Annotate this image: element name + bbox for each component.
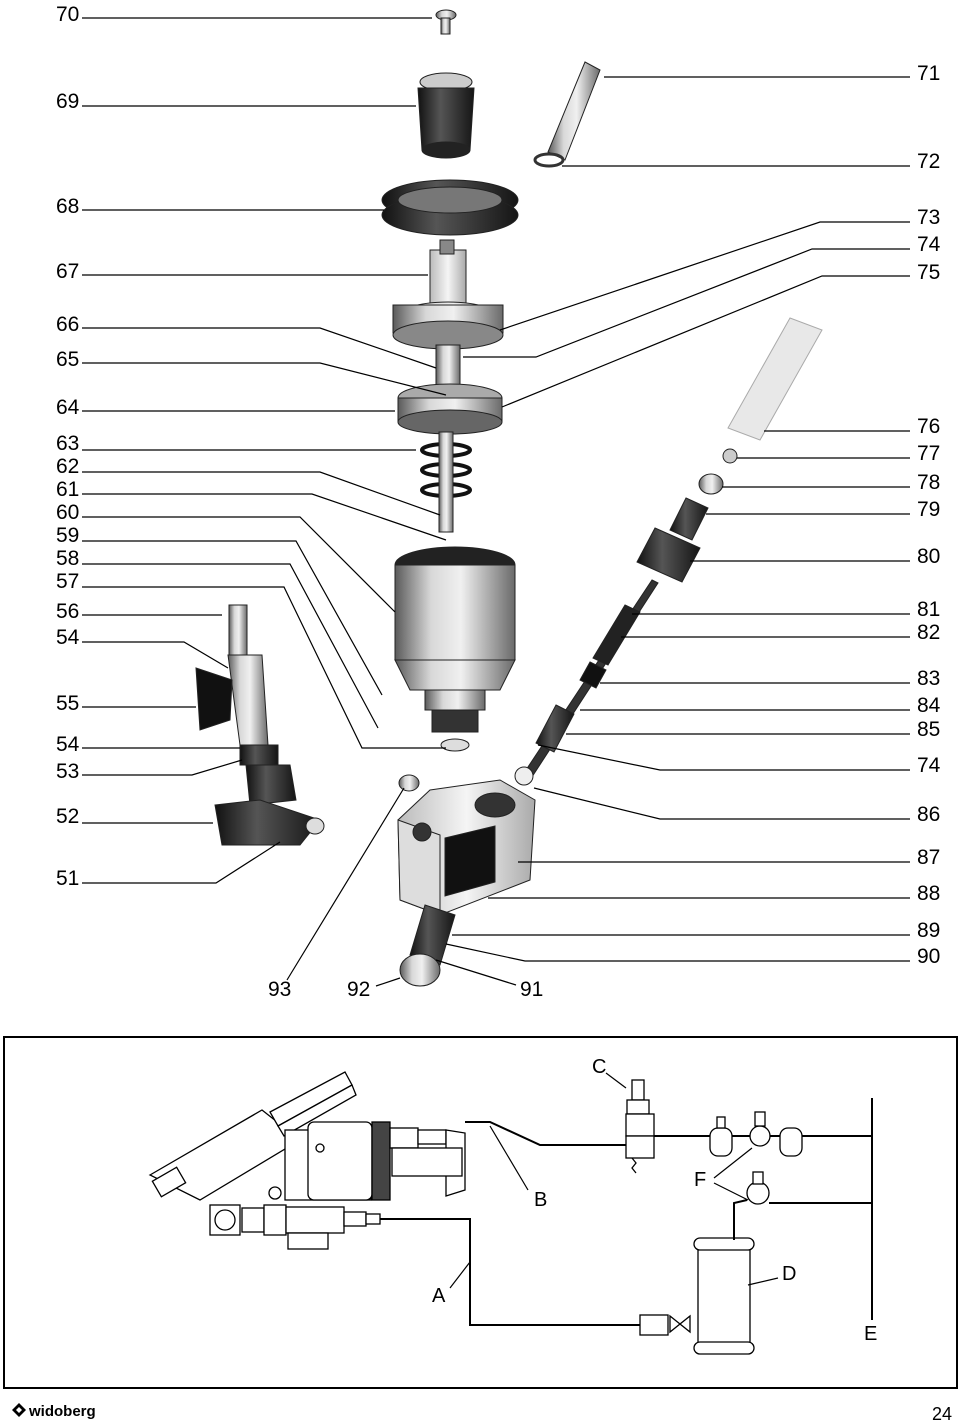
part-stem-62-illustration [438,431,454,533]
schematic-label-d: D [782,1263,796,1285]
part-cylinder-60-illustration [394,546,516,752]
callout-60: 60 [56,501,79,524]
callout-86: 86 [917,803,940,826]
callout-89: 89 [917,919,940,942]
callout-61: 61 [56,478,79,501]
callout-57: 57 [56,570,79,593]
callout-68: 68 [56,195,79,218]
callout-62: 62 [56,455,79,478]
callouts-left: 70 69 68 67 66 65 64 63 62 61 60 59 58 5… [56,3,80,890]
brand-logo-icon [12,1403,26,1417]
callout-80: 80 [917,545,940,568]
part-78-illustration [698,473,724,495]
callout-59: 59 [56,524,79,547]
callout-90: 90 [917,945,940,968]
schematic-label-leaders [449,1072,779,1289]
connection-schematic: A B C D E F [3,1036,958,1389]
part-regulator-67-illustration [392,239,504,386]
callout-66: 66 [56,313,79,336]
callout-56: 56 [56,600,79,623]
schematic-label-a: A [432,1285,446,1307]
callout-84: 84 [917,694,941,717]
callout-65: 65 [56,348,79,371]
callouts-right: 71 72 73 74 75 76 77 78 79 80 81 82 83 8… [917,62,941,968]
callouts-bottom: 93 92 91 [268,978,543,1001]
part-77-illustration [722,448,738,464]
callout-58: 58 [56,547,79,570]
footer: widoberg 24 [12,1403,952,1424]
callout-77: 77 [917,442,940,465]
callout-73: 73 [917,206,940,229]
part-plate-64-illustration [397,383,503,435]
schematic-label-e: E [864,1323,877,1345]
callout-75: 75 [917,261,940,284]
part-connector-80-illustration [636,497,709,583]
callout-79: 79 [917,498,940,521]
page-number: 24 [932,1404,952,1424]
callout-71: 71 [917,62,940,85]
part-ring-68-illustration [381,179,519,236]
callout-74b: 74 [917,754,941,777]
part-knob-69-illustration [417,72,475,159]
part-needle-assembly-illustration [514,579,659,786]
callout-91: 91 [520,978,543,1001]
callout-93: 93 [268,978,291,1001]
schematic-pneumatic-components [625,1079,803,1355]
callout-92: 92 [347,978,370,1001]
schematic-label-b: B [534,1189,547,1211]
part-screw-70-illustration [435,9,457,35]
callout-88: 88 [917,882,940,905]
callout-67: 67 [56,260,79,283]
schematic-gun-drawing [148,1071,466,1250]
schematic-lines [380,1098,873,1326]
callout-54: 54 [56,626,80,649]
callout-55: 55 [56,692,79,715]
part-gun-body-illustration [397,774,536,987]
part-nipple-71-illustration [533,61,601,168]
callout-70: 70 [56,3,79,26]
callout-83: 83 [917,667,940,690]
callout-51: 51 [56,867,79,890]
callout-63: 63 [56,432,79,455]
brand-name: widoberg [28,1403,96,1420]
callout-74: 74 [917,233,941,256]
schematic-label-c: C [592,1056,606,1078]
callout-78: 78 [917,471,940,494]
part-side-valve-illustration [195,604,325,846]
callout-81: 81 [917,598,940,621]
callout-64: 64 [56,396,80,419]
callout-53: 53 [56,760,79,783]
part-tube-76-illustration [727,317,823,441]
schematic-frame [3,1036,958,1389]
callout-76: 76 [917,415,940,438]
callout-69: 69 [56,90,79,113]
schematic-label-f: F [694,1169,706,1191]
callout-72: 72 [917,150,940,173]
callout-52: 52 [56,805,79,828]
callout-87: 87 [917,846,940,869]
callout-54b: 54 [56,733,80,756]
callout-85: 85 [917,718,940,741]
callout-82: 82 [917,621,940,644]
leader-lines [82,17,910,987]
parts-illustration [195,9,823,987]
